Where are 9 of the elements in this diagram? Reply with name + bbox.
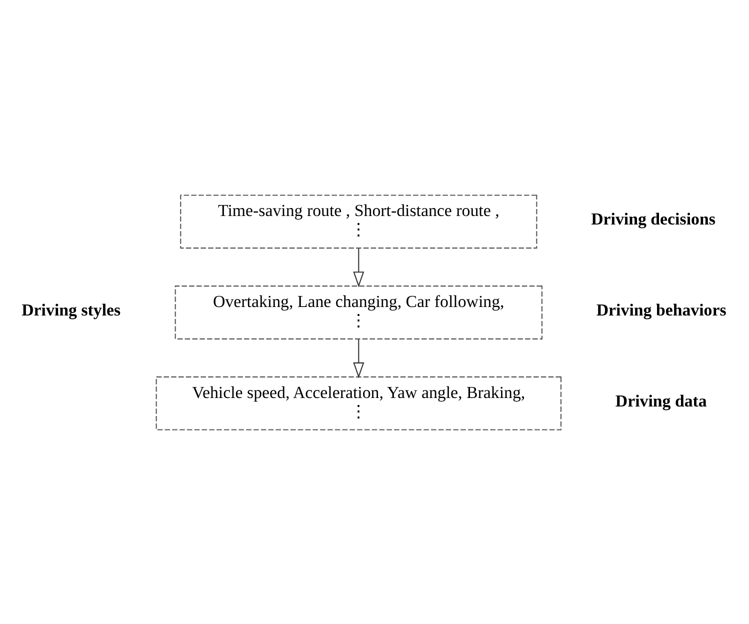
- node-box: Vehicle speed, Acceleration, Yaw angle, Braking, ⋮: [156, 376, 562, 430]
- arrow: [353, 338, 364, 378]
- node-box: Time-saving route , Short-distance route , ⋮: [180, 194, 538, 248]
- node-label: Driving data: [615, 390, 707, 410]
- label: Driving styles: [22, 300, 121, 319]
- node-label: Driving decisions: [591, 209, 716, 228]
- arrow: [353, 248, 364, 287]
- node-box: Overtaking, Lane changing, Car following, ⋮: [174, 285, 542, 339]
- node-label: Driving behaviors: [596, 300, 726, 319]
